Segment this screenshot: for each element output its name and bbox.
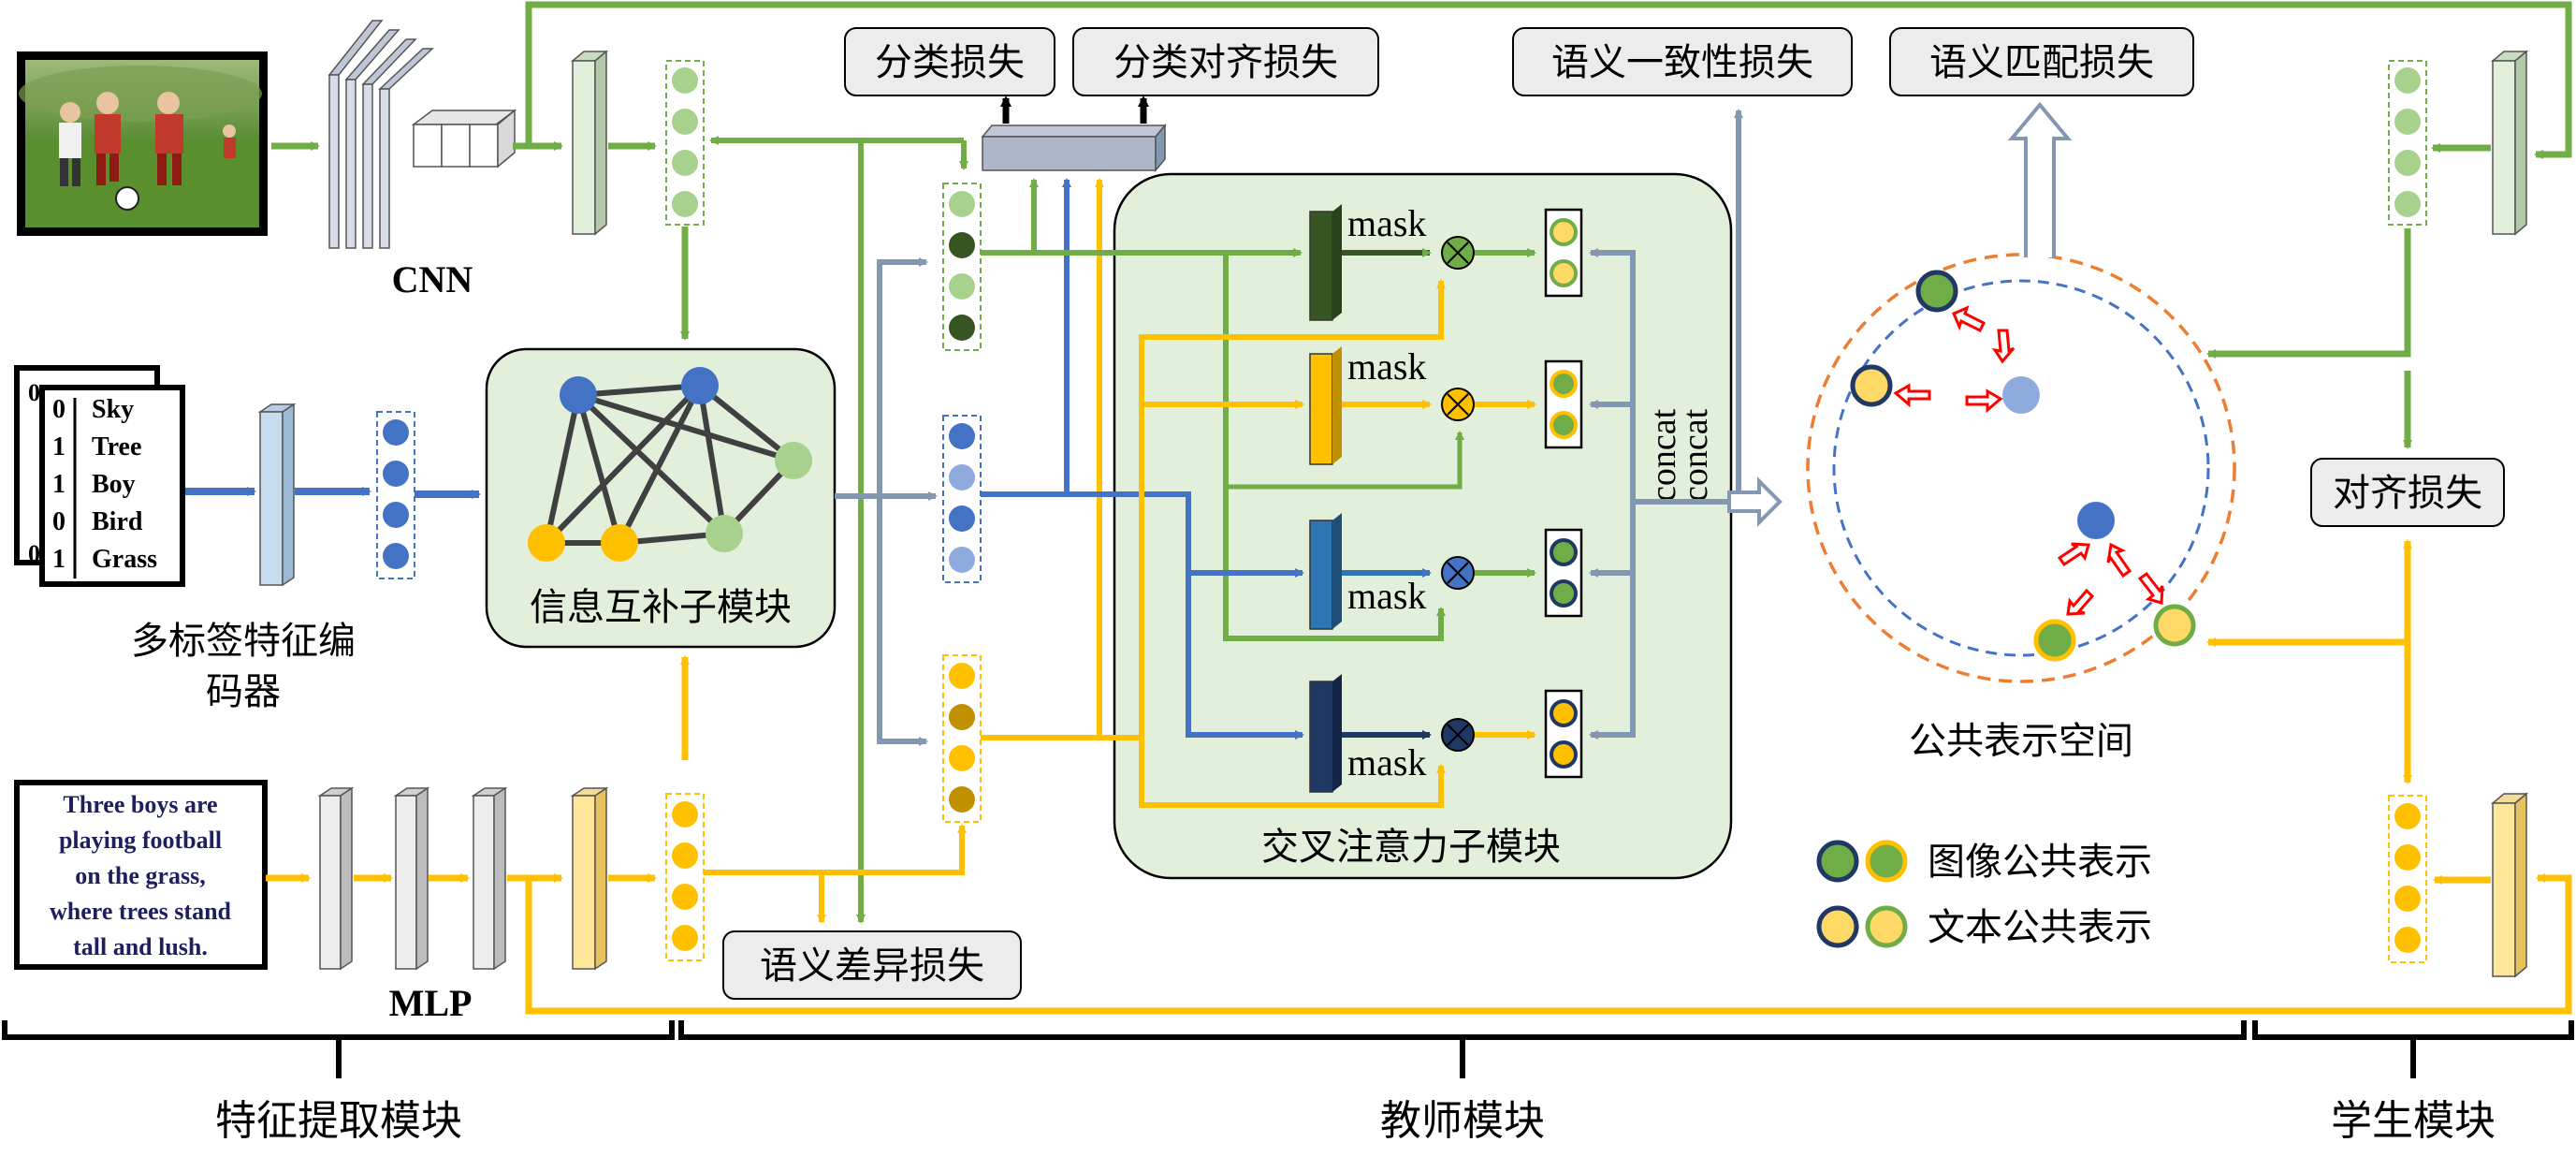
section-teacher: 教师模块: [1380, 1097, 1545, 1145]
label-encoder-title-2: 码器: [206, 670, 281, 713]
image-fc-layer: [570, 50, 609, 236]
student-image-fc: [2490, 50, 2529, 236]
label-name: Grass: [92, 545, 157, 574]
label-encoder-title-1: 多标签特征编: [131, 620, 356, 663]
teacher-text-vector: [942, 654, 982, 823]
text-feature-vector: [665, 793, 705, 961]
attn-output-3: [1544, 528, 1583, 618]
concat-label-2: concat: [1676, 408, 1715, 502]
label-feature-vector: [376, 411, 415, 579]
multiply-op-4: [1441, 718, 1475, 752]
student-text-vector: [2388, 795, 2427, 963]
svg-text:对齐损失: 对齐损失: [2333, 472, 2482, 515]
label-flag: 0: [52, 507, 65, 536]
info-complement-submodule: [485, 347, 837, 649]
alignment-loss-box: 对齐损失: [2310, 458, 2505, 527]
attn-output-4: [1544, 689, 1583, 779]
semantic-difference-loss-box: 语义差异损失: [722, 930, 1022, 1000]
image-to-student-path: [525, 1, 2572, 159]
student-image-vector: [2388, 60, 2427, 226]
caption-line: on the grass,: [75, 862, 205, 889]
mlp-label: MLP: [389, 982, 473, 1024]
svg-text:0: 0: [28, 379, 40, 406]
student-text-fc: [2490, 792, 2529, 978]
section-braces: [2, 1020, 2574, 1078]
label-list-card: 0 0: [14, 365, 185, 587]
common-space-label: 公共表示空间: [1909, 720, 2133, 763]
classification-loss-box: 分类损失: [844, 27, 1055, 96]
classification-fc: [981, 123, 1167, 173]
label-flag: 0: [52, 395, 65, 424]
section-student: 学生模块: [2331, 1097, 2496, 1145]
concat-label-1: concat: [1644, 408, 1683, 502]
label-flag: 1: [52, 545, 65, 574]
mlp-block: [317, 786, 508, 971]
text-fc-layer: [570, 786, 609, 971]
legend-text-label: 文本公共表示: [1928, 906, 2152, 949]
input-photo: [17, 51, 268, 236]
legend-image-dot-1: [1816, 840, 1859, 883]
svg-text:语义差异损失: 语义差异损失: [760, 945, 984, 988]
cnn-block: [327, 20, 517, 249]
svg-text:分类损失: 分类损失: [875, 41, 1025, 84]
label-flag: 1: [52, 432, 65, 461]
caption-line: playing football: [59, 827, 222, 854]
mask-label-2: mask: [1347, 345, 1426, 388]
attn-output-1: [1544, 208, 1583, 298]
section-feature-extraction: 特征提取模块: [215, 1097, 462, 1145]
multiply-op-1: [1441, 236, 1475, 270]
caption-line: tall and lush.: [73, 933, 208, 960]
teacher-image-vector: [942, 183, 982, 351]
classification-alignment-loss-box: 分类对齐损失: [1072, 27, 1379, 96]
caption-card: [14, 780, 268, 970]
mask-bar-image: [1309, 204, 1342, 321]
svg-text:语义匹配损失: 语义匹配损失: [1929, 41, 2154, 84]
legend-text-dot-1: [1816, 905, 1859, 948]
caption-line: Three boys are: [63, 791, 217, 818]
image-feature-vector: [665, 60, 705, 226]
label-name: Tree: [92, 432, 141, 461]
label-flag: 1: [52, 470, 65, 499]
mask-bar-fused: [1309, 674, 1342, 793]
cnn-label: CNN: [392, 258, 473, 300]
legend-image-label: 图像公共表示: [1928, 841, 2152, 884]
svg-text:语义一致性损失: 语义一致性损失: [1551, 41, 1813, 84]
mask-bar-text: [1309, 346, 1342, 465]
label-name: Boy: [92, 470, 136, 499]
caption-lines: Three boys are playing football on the gra…: [50, 791, 232, 960]
label-encoder-layer: [257, 403, 297, 587]
label-name: Sky: [92, 395, 134, 424]
legend-image-dot-2: [1865, 840, 1908, 883]
text-to-student-path: [525, 873, 2572, 1015]
label-name: Bird: [92, 507, 143, 536]
to-common-space-arrow: [1727, 476, 1783, 527]
legend-text-dot-2: [1865, 905, 1908, 948]
multiply-op-2: [1441, 388, 1475, 421]
cross-attention-label: 交叉注意力子模块: [1261, 826, 1561, 869]
caption-line: where trees stand: [50, 898, 232, 925]
semantic-consistency-loss-box: 语义一致性损失: [1512, 27, 1853, 96]
common-representation-space: [1806, 101, 2236, 683]
multiply-op-3: [1441, 556, 1475, 590]
svg-text:分类对齐损失: 分类对齐损失: [1113, 41, 1338, 84]
info-complement-label: 信息互补子模块: [530, 586, 792, 629]
legend: 图像公共表示 文本公共表示: [1816, 840, 2152, 949]
teacher-label-vector: [942, 415, 982, 583]
svg-text:0: 0: [28, 540, 40, 567]
mask-bar-label: [1309, 513, 1342, 630]
mask-label-3: mask: [1347, 575, 1426, 617]
mask-label-1: mask: [1347, 202, 1426, 244]
mask-label-4: mask: [1347, 741, 1426, 784]
attn-output-2: [1544, 359, 1583, 449]
semantic-matching-loss-box: 语义匹配损失: [1889, 27, 2194, 96]
